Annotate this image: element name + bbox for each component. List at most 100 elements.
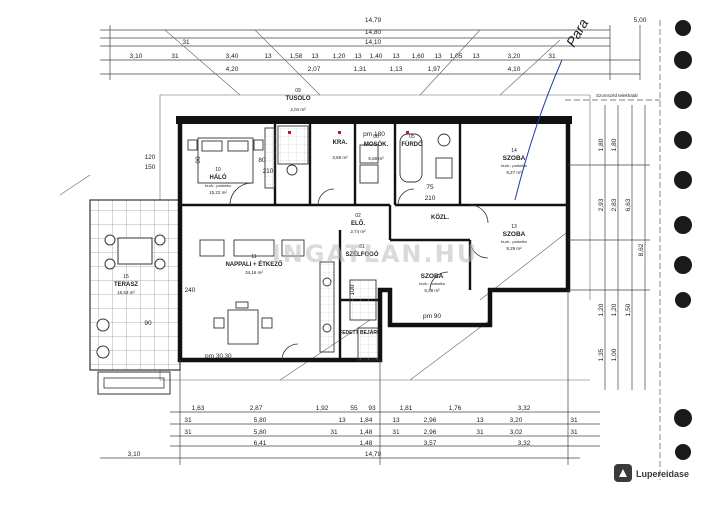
room-06-name: MOSÓK.: [364, 140, 389, 148]
open-13: 90: [144, 320, 152, 327]
room-02-num: 02: [355, 213, 361, 219]
rdim-8: 1,50: [625, 303, 632, 316]
bdim-r1-7: 3,32: [518, 405, 531, 412]
open-12: 100: [349, 284, 356, 295]
rdim-9: 1,35: [598, 348, 605, 361]
room-15-num: 15: [123, 274, 129, 280]
open-10: 80: [258, 157, 266, 164]
room-06-num: 06: [373, 134, 379, 140]
brand-logo: Lupereidase: [614, 464, 689, 482]
dim-r4-10: 13: [392, 53, 400, 60]
room-14-area: 9,27 m²: [506, 170, 522, 175]
plot-line-label: Szomszéd telekhatár: [596, 93, 639, 98]
open-7: pm 90: [423, 313, 441, 320]
room-kozl-name: KÖZL.: [431, 214, 449, 221]
dim-r4-13: 1,05: [450, 53, 463, 60]
bdim-r2-7: 3,20: [510, 417, 523, 424]
tree-icons: [674, 20, 692, 460]
bdim-r2-8: 31: [570, 417, 578, 424]
rdim-0: 1,80: [598, 138, 605, 151]
room-10-num: 10: [215, 167, 221, 173]
open-11: 30: [224, 353, 232, 360]
room-14-name: SZOBA: [503, 155, 526, 162]
dim-r4-2: 31: [171, 53, 179, 60]
bdim-r3-5: 2,96: [424, 429, 437, 436]
dim-top-3: 14,10: [365, 39, 382, 46]
bdim-r1-2: 1,92: [316, 405, 329, 412]
room-05-num: 05: [409, 134, 415, 140]
bdim-r2-5: 2,96: [424, 417, 437, 424]
bdim-r2-4: 13: [392, 417, 400, 424]
top-dimension-lines: [100, 25, 641, 80]
plot-boundary: [565, 20, 661, 480]
room-10-area: 15,22 m²: [209, 190, 227, 195]
room-09-area: 2,04 m²: [290, 107, 306, 112]
room-11-num: 11: [251, 254, 256, 260]
bdim-r4-3: 3,32: [518, 440, 531, 447]
bdim-r3-2: 31: [330, 429, 338, 436]
room-15-area: 16,53 m²: [117, 290, 135, 295]
bdim-r4-2: 3,57: [424, 440, 437, 447]
room-10-name: HÁLÓ: [210, 173, 227, 181]
rdim-3: 2,83: [611, 198, 618, 211]
dim-top-2: 14,80: [365, 29, 382, 36]
open-0: 90: [195, 156, 202, 164]
room-13-name: SZOBA: [503, 231, 526, 238]
bdim-r3-4: 31: [392, 429, 400, 436]
dim-r5-3: 1,13: [390, 66, 403, 73]
room-szoba-lower-floor: burk.: parketta: [419, 281, 445, 286]
watermark-text: INGATLAN.HU: [272, 240, 478, 268]
outer-walls: [176, 116, 572, 363]
room-kra-area: 3,69 m²: [332, 155, 348, 160]
dim-top-total: 14,79: [365, 17, 382, 24]
room-09-name: TUSOLO: [286, 96, 311, 102]
room-szoba-lower-name: SZOBA: [421, 273, 444, 280]
dim-r5-4: 1,97: [428, 66, 441, 73]
dim-r4-14: 13: [472, 53, 480, 60]
dim-top-far-right: 5,00: [634, 17, 647, 24]
window-markers: [288, 131, 409, 134]
dim-r5-0: 4,20: [226, 66, 239, 73]
room-14-num: 14: [511, 148, 517, 154]
room-entrance-name: FEDETT BEJÁRÓ: [339, 328, 381, 336]
bdim-r1-1: 2,87: [250, 405, 263, 412]
open-9: pm 30: [205, 353, 223, 360]
dim-r4-1: 3,10: [130, 53, 143, 60]
room-14-floor: burk.: parketta: [501, 163, 527, 168]
right-dimension-labels: 1,80 1,80 2,93 2,83 6,63 8,62 1,20 1,20 …: [598, 138, 645, 361]
bdim-r5-0: 3,10: [128, 451, 141, 458]
bdim-r2-3: 1,84: [360, 417, 373, 424]
top-dimension-labels: 14,79 14,80 14,10 5,00 31 3,10 31 3,40 1…: [130, 17, 647, 73]
right-dimension-lines: [568, 105, 650, 390]
dim-r5-2: 1,31: [354, 66, 367, 73]
dim-r4-6: 13: [311, 53, 319, 60]
open-3: 210: [425, 195, 436, 202]
room-13-num: 13: [511, 224, 517, 230]
open-5: 150: [145, 164, 156, 171]
brand-text: Lupereidase: [636, 469, 689, 479]
rdim-2: 2,93: [598, 198, 605, 211]
room-kra-name: KRA.: [333, 140, 348, 146]
dim-r4-8: 13: [354, 53, 362, 60]
open-4: 120: [145, 154, 156, 161]
dim-r4-12: 13: [434, 53, 442, 60]
bdim-r1-5: 1,81: [400, 405, 413, 412]
room-13-floor: burk.: parketta: [501, 239, 527, 244]
bdim-r2-1: 5,80: [254, 417, 267, 424]
rdim-7: 1,20: [611, 303, 618, 316]
room-szoba-lower-area: 9,38 m²: [424, 288, 440, 293]
bottom-dimension-labels: 1,63 2,87 1,92 55 93 1,81 1,76 3,32 31 5…: [128, 405, 578, 458]
dim-r4-15: 3,20: [508, 53, 521, 60]
bdim-r3-8: 31: [570, 429, 578, 436]
terrace: [89, 199, 181, 395]
bdim-r5-1: 14,79: [365, 451, 382, 458]
rdim-5: 8,62: [638, 243, 645, 256]
room-11-name: NAPPALI + ÉTKEZŐ: [225, 260, 282, 268]
room-01-num: 01: [359, 244, 365, 250]
dim-r4-9: 1,40: [370, 53, 383, 60]
dim-r4-5: 1,58: [290, 53, 303, 60]
bdim-r2-2: 13: [338, 417, 346, 424]
bdim-r1-4: 93: [368, 405, 376, 412]
open-1: 210: [263, 168, 274, 175]
